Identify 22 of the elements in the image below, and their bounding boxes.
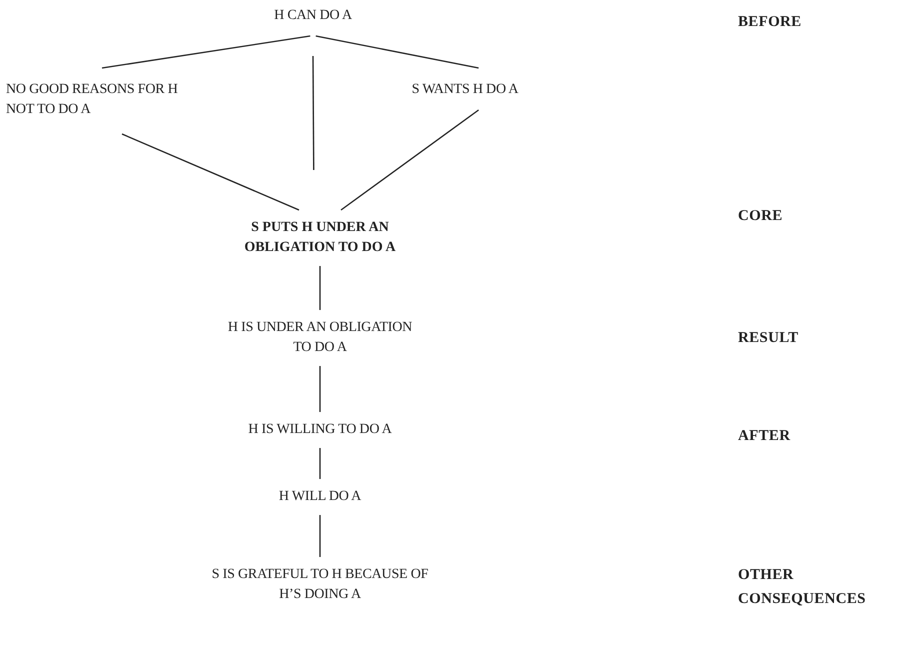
stage-label: OTHER CONSEQUENCES [738,566,867,609]
connector-line [319,515,321,557]
connector-line [340,109,479,211]
connector-line [312,56,314,170]
stage-label: RESULT [738,329,800,348]
stage-label: BEFORE [738,13,802,32]
stage-label: CORE [738,207,784,226]
connector-line [122,133,300,211]
node-text: S PUTS H UNDER AN OBLIGATION TO DO A [215,218,425,258]
stage-label: AFTER [738,427,792,446]
connector-line [102,35,310,69]
connector-line [319,266,321,310]
connector-line [319,448,321,479]
node-text: H IS UNDER AN OBLIGATION TO DO A [220,318,420,358]
node-text: H WILL DO A [220,487,420,507]
node-text: S IS GRATEFUL TO H BECAUSE OF H’S DOING A [200,565,440,605]
connector-line [316,35,479,69]
node-text: S WANTS H DO A [380,80,550,100]
node-text: NO GOOD REASONS FOR H NOT TO DO A [6,80,206,120]
node-text: H CAN DO A [243,6,383,26]
node-text: H IS WILLING TO DO A [220,420,420,440]
connector-line [319,366,321,412]
